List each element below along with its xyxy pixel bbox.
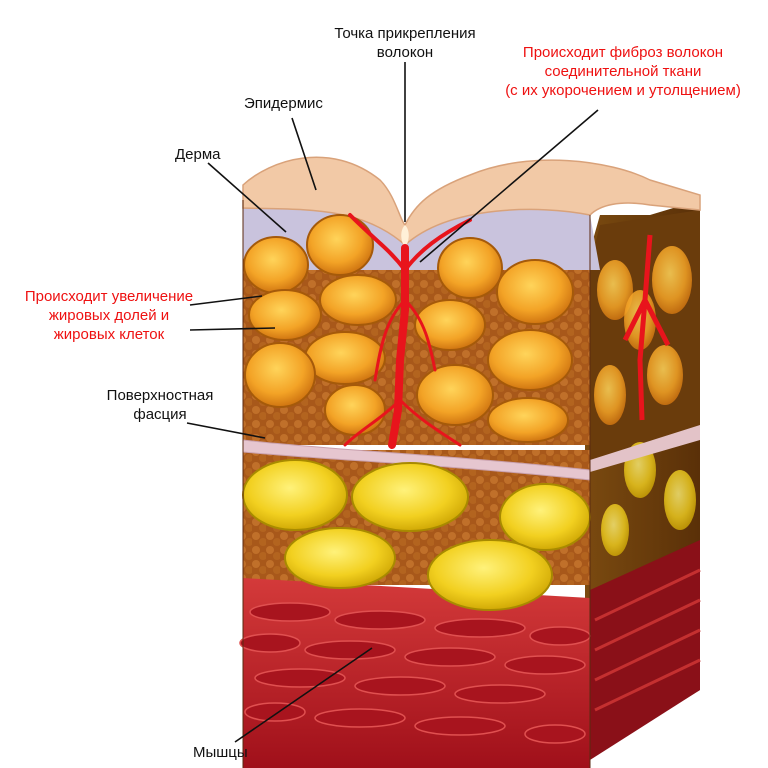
fibrosis-label: Происходит фиброз волокон соединительной…: [478, 43, 768, 100]
anchor-point-label-line-2: волокон: [310, 43, 500, 62]
fat-enlargement-label-line-2: жировых долей и: [4, 306, 214, 325]
anchor-point-label-line-1: Точка прикрепления: [310, 24, 500, 43]
fibrosis-label-line-1: Происходит фиброз волокон: [478, 43, 768, 62]
muscles-label: Мышцы: [193, 743, 248, 762]
fibrosis-label-line-3: (с их укорочением и утолщением): [478, 81, 768, 100]
fat-enlargement-label: Происходит увеличение жировых долей и жи…: [4, 287, 214, 344]
dermis-label: Дерма: [175, 145, 221, 164]
fibrosis-label-line-2: соединительной ткани: [478, 62, 768, 81]
fat-enlargement-label-line-1: Происходит увеличение: [4, 287, 214, 306]
fat-enlargement-label-line-3: жировых клеток: [4, 325, 214, 344]
epidermis-label: Эпидермис: [244, 94, 323, 113]
epidermis-label-text: Эпидермис: [244, 94, 323, 113]
side-face: [585, 200, 700, 760]
anchor-point-label: Точка прикрепления волокон: [310, 24, 500, 62]
fascia-label-line-1: Поверхностная: [90, 386, 230, 405]
dermis-label-text: Дерма: [175, 145, 221, 164]
muscles-label-text: Мышцы: [193, 743, 248, 762]
fascia-label: Поверхностная фасция: [90, 386, 230, 424]
fascia-label-line-2: фасция: [90, 405, 230, 424]
